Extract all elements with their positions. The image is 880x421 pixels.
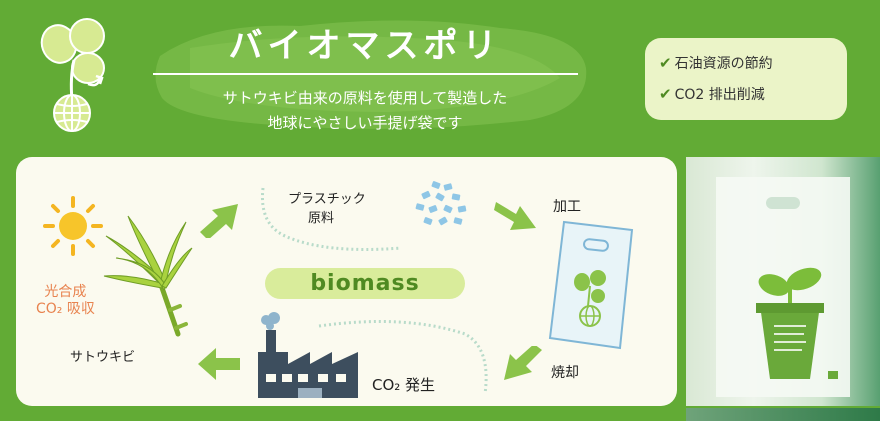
clover-globe-logo: [40, 18, 105, 132]
co2-absorption-line: CO₂ 吸収: [36, 301, 95, 317]
incineration-label: 焼却: [551, 365, 579, 381]
subtitle-line-1: サトウキビ由来の原料を使用して製造した: [222, 89, 508, 107]
title-divider: [153, 73, 578, 75]
plastic-bag-photo: [716, 177, 850, 397]
feature-box: ✔石油資源の節約 ✔CO2 排出削減: [645, 38, 847, 120]
check-icon: ✔: [659, 85, 672, 103]
page-title: バイオマスポリ: [228, 26, 502, 66]
biomass-pill: biomass: [265, 268, 465, 299]
feature-co2-reduction: ✔CO2 排出削減: [659, 79, 847, 110]
plastic-line-2: 原料: [308, 211, 335, 226]
arrow-icon: [200, 204, 238, 238]
bag-icon: [548, 220, 634, 350]
chalk-swirl-bottom: [318, 320, 488, 395]
sugarcane-icon: [103, 215, 193, 337]
feature-label: CO2 排出削減: [674, 87, 765, 103]
photosynthesis-label: 光合成 CO₂ 吸収: [36, 284, 95, 318]
arrow-icon: [198, 348, 240, 380]
chalk-swirl-top: [260, 187, 402, 251]
subtitle-line-2: 地球にやさしい手提げ袋です: [267, 114, 463, 132]
co2-emission-label: CO₂ 発生: [372, 376, 436, 394]
feature-label: 石油資源の節約: [674, 56, 773, 72]
processing-label: 加工: [553, 199, 581, 215]
sun-icon: [43, 196, 103, 256]
photosynthesis-line-1: 光合成: [44, 284, 87, 300]
photo-bottom-edge: [686, 408, 880, 421]
subtitle: サトウキビ由来の原料を使用して製造した 地球にやさしい手提げ袋です: [150, 86, 580, 136]
factory-icon: [258, 312, 358, 398]
arrow-icon: [504, 346, 542, 380]
plastic-line-1: プラスチック: [288, 192, 366, 207]
product-photo: [686, 157, 880, 406]
arrow-icon: [494, 202, 536, 230]
feature-oil-saving: ✔石油資源の節約: [659, 48, 847, 79]
pellets-icon: [415, 181, 467, 226]
plastic-material-label: プラスチック 原料: [288, 190, 366, 228]
check-icon: ✔: [659, 54, 672, 72]
sugarcane-label: サトウキビ: [70, 350, 136, 365]
